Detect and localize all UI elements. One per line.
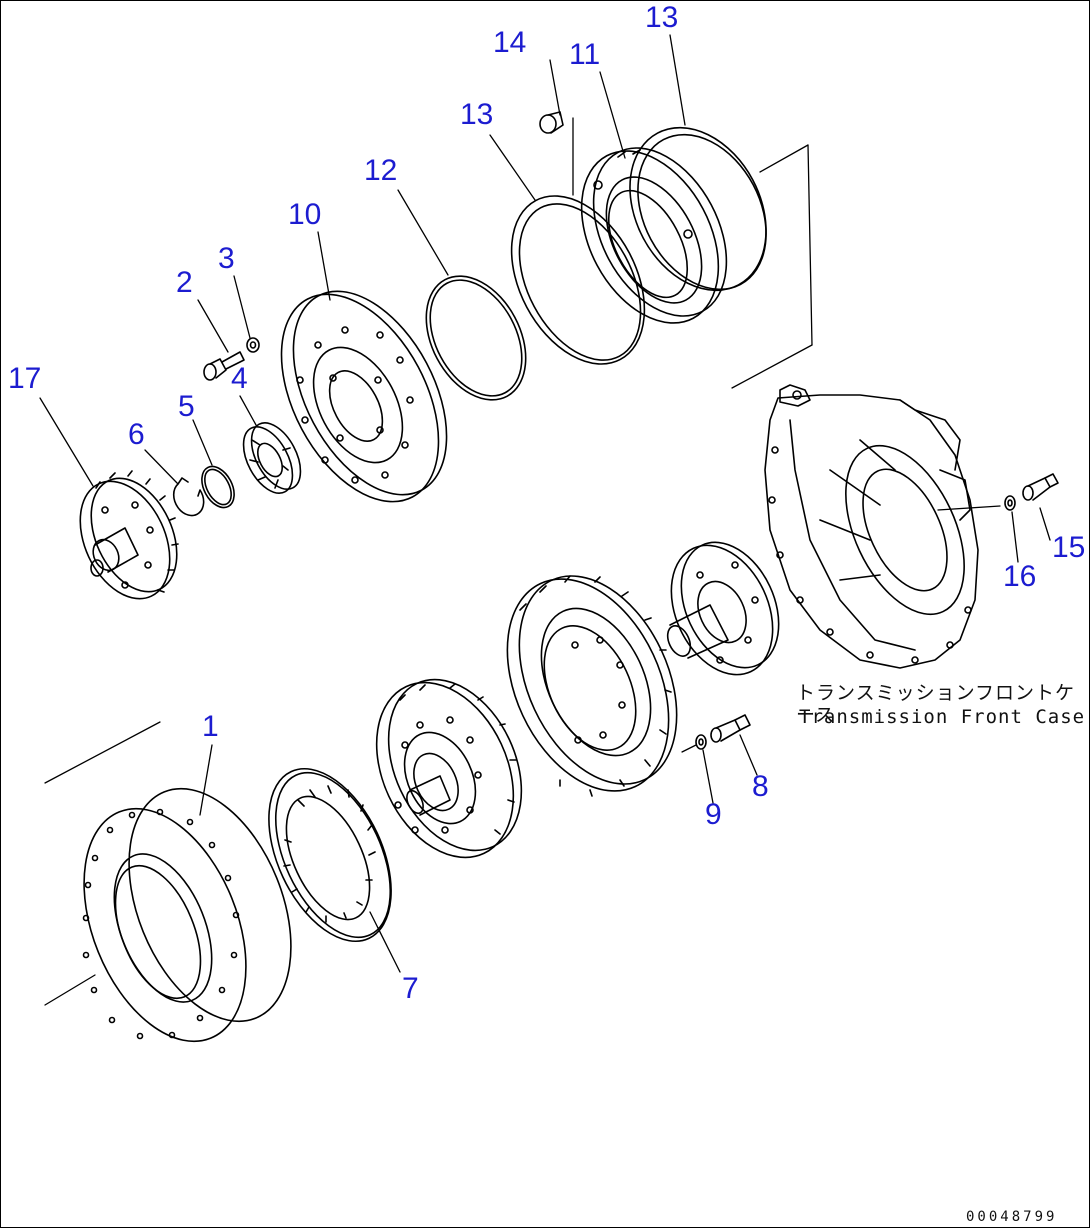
part-13-seal-ring-rear [603,104,793,314]
callout-16: 16 [1003,560,1037,593]
part-11-piston [554,125,754,346]
callout-3: 3 [218,242,235,275]
transmission-front-case [765,385,988,668]
part-16-washer [1005,496,1015,510]
callout-7: 7 [402,972,419,1005]
part-2-bolt [204,352,244,380]
part-10-plate [249,266,478,528]
case-caption-japanese: トランスミッションフロントケース [796,682,1076,726]
callout-15: 15 [1052,531,1086,564]
leader-lines [40,35,1050,1005]
part-1-drum [53,765,323,1065]
callout-1: 1 [202,710,219,743]
part-7-friction-disc [244,750,416,961]
callout-13-rear: 13 [645,1,679,34]
part-13-seal-ring-front [485,173,672,386]
stator-hub [652,527,798,691]
part-4-bearing [233,415,310,501]
callout-14: 14 [493,26,527,59]
callout-8: 8 [752,770,769,803]
callout-11: 11 [569,38,601,71]
callout-17: 17 [8,362,42,395]
part-5-snap-ring [195,461,240,513]
pump-impeller [350,658,547,880]
part-9-washer [696,735,706,749]
turbine-ring [475,551,708,817]
callout-5: 5 [178,390,195,423]
part-3-washer [247,338,259,352]
document-number: 00048799 [966,1209,1058,1225]
callout-9: 9 [705,798,722,831]
callout-6: 6 [128,418,145,451]
callout-2: 2 [176,266,193,299]
callout-4: 4 [231,362,248,395]
part-15-bolt [1023,474,1058,500]
callout-13-front: 13 [460,98,494,131]
part-6-circlip [174,478,204,516]
case-caption-english: Transmission Front Case [799,706,1086,728]
part-14-plug [540,112,563,133]
part-8-bolt [711,715,750,742]
part-17-drive-gear [63,465,194,614]
callout-12: 12 [364,154,398,187]
callout-10: 10 [288,198,322,231]
part-12-o-ring [406,259,546,417]
